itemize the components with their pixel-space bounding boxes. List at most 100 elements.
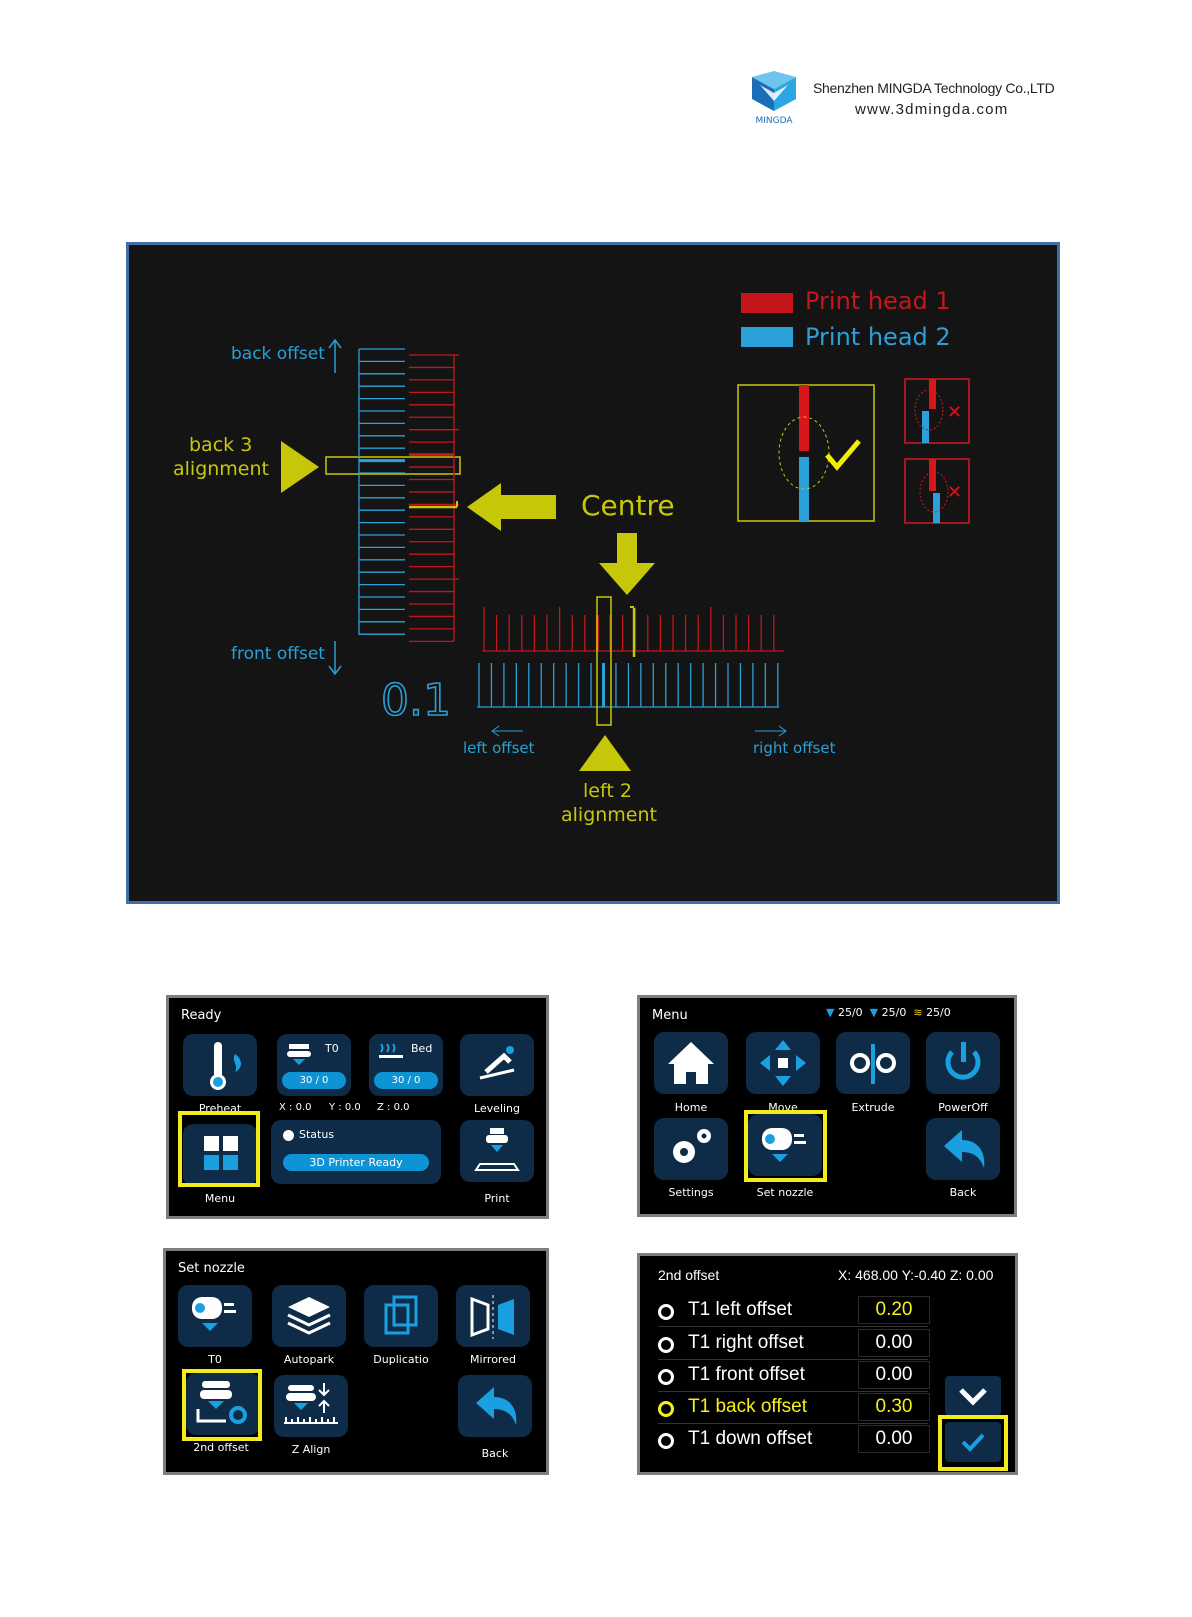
screen-set-nozzle: Set nozzle T0 Autopark Duplicatio Mirror… [163, 1248, 549, 1475]
status-value: 3D Printer Ready [283, 1154, 429, 1171]
mingda-logo: MINGDA [738, 71, 810, 126]
row-label: T1 right offset [688, 1332, 804, 1353]
screen-second-offset: 2nd offset X: 468.00 Y:-0.40 Z: 0.00 T1 … [637, 1253, 1018, 1475]
logo-text: MINGDA [755, 116, 793, 125]
t0-temp: 30 / 0 [282, 1072, 346, 1089]
row-value[interactable]: 0.00 [858, 1329, 930, 1357]
chevron-down-icon [959, 1388, 987, 1406]
preheat-button[interactable] [183, 1034, 257, 1096]
legend-head1: Print head 1 [805, 287, 951, 315]
t0-label: T0 [208, 1353, 222, 1366]
set-nozzle-button[interactable] [748, 1114, 822, 1176]
mirrored-button[interactable] [456, 1285, 530, 1347]
autopark-label: Autopark [283, 1353, 335, 1366]
flame-icon [233, 1054, 241, 1072]
offset-row-left[interactable]: T1 left offset 0.20 [658, 1296, 998, 1327]
row-value[interactable]: 0.00 [858, 1425, 930, 1453]
radio-icon [658, 1401, 674, 1417]
radio-icon [658, 1369, 674, 1385]
home-icon [668, 1042, 714, 1084]
website-url: www.3dmingda.com [855, 101, 1009, 118]
centre-label: Centre [581, 489, 675, 522]
info-icon [283, 1130, 294, 1141]
left-alignment-label-1: left 2 [583, 780, 632, 802]
menu-button[interactable] [183, 1124, 257, 1186]
temp-t0: 25/0 [837, 1006, 863, 1019]
screen-title: Set nozzle [178, 1261, 245, 1276]
position-readout: X: 468.00 Y:-0.40 Z: 0.00 [838, 1267, 994, 1283]
legend-head2: Print head 2 [805, 323, 951, 351]
step-value: 0.1 [381, 675, 451, 726]
back-button[interactable] [926, 1118, 1000, 1180]
leveling-label: Leveling [473, 1102, 521, 1115]
row-label: T1 left offset [688, 1299, 793, 1320]
second-offset-button[interactable] [186, 1373, 260, 1435]
back-offset-label: back offset [231, 344, 325, 364]
grid-icon [223, 1155, 238, 1170]
second-offset-highlight [182, 1369, 262, 1441]
arrow-right-icon [778, 725, 787, 737]
row-label: T1 front offset [688, 1364, 805, 1385]
offset-row-down[interactable]: T1 down offset 0.00 [658, 1425, 998, 1455]
row-label: T1 down offset [688, 1428, 813, 1449]
left-alignment-label-2: alignment [561, 804, 657, 826]
back-alignment-box [325, 456, 461, 475]
back-label: Back [481, 1447, 509, 1460]
leveling-button[interactable] [460, 1034, 534, 1096]
temp-t1: 25/0 [881, 1006, 907, 1019]
status-panel: Status 3D Printer Ready [271, 1120, 441, 1184]
confirm-button[interactable] [945, 1422, 1001, 1462]
duplication-button[interactable] [364, 1285, 438, 1347]
print-button[interactable] [460, 1120, 534, 1182]
nozzle-icon: ▼ [869, 1006, 879, 1019]
back-alignment-label-1: back 3 [189, 434, 252, 456]
nozzle-icon [293, 1059, 305, 1065]
row-value[interactable]: 0.30 [858, 1393, 930, 1421]
company-name: Shenzhen MINGDA Technology Co.,LTD [813, 80, 1055, 96]
menu-highlight [178, 1111, 260, 1187]
back-alignment-label-2: alignment [173, 458, 269, 480]
home-button[interactable] [654, 1032, 728, 1094]
move-button[interactable] [746, 1032, 820, 1094]
t0-button[interactable] [178, 1285, 252, 1347]
menu-label: Menu [204, 1192, 236, 1205]
settings-label: Settings [668, 1186, 714, 1199]
bed-temp: 30 / 0 [374, 1072, 438, 1089]
temp-readouts: ▼ 25/0 ▼ 25/0 ≋ 25/0 [826, 1006, 951, 1019]
arrow-up-icon [328, 338, 342, 349]
bed-temp-tile[interactable]: Bed 30 / 0 [369, 1034, 443, 1096]
radio-icon [658, 1433, 674, 1449]
radio-icon [658, 1304, 674, 1320]
scroll-down-button[interactable] [945, 1376, 1001, 1416]
check-icon [825, 439, 861, 471]
confirm-highlight [938, 1415, 1008, 1471]
poweroff-button[interactable] [926, 1032, 1000, 1094]
screen-menu: Menu ▼ 25/0 ▼ 25/0 ≋ 25/0 Home Move Extr… [637, 995, 1017, 1217]
wrench-icon [484, 1052, 512, 1074]
back-button[interactable] [458, 1375, 532, 1437]
arrow-left-icon [491, 725, 500, 737]
t0-temp-tile[interactable]: T0 30 / 0 [277, 1034, 351, 1096]
mirrored-label: Mirrored [470, 1353, 516, 1366]
offset-row-front[interactable]: T1 front offset 0.00 [658, 1361, 998, 1392]
offset-row-right[interactable]: T1 right offset 0.00 [658, 1329, 998, 1360]
offset-row-back[interactable]: T1 back offset 0.30 [658, 1393, 998, 1424]
arrow-down-icon [599, 533, 655, 595]
settings-button[interactable] [654, 1118, 728, 1180]
extrude-button[interactable] [836, 1032, 910, 1094]
nozzle-icon: ▼ [826, 1006, 835, 1019]
row-value[interactable]: 0.00 [858, 1361, 930, 1389]
legend-swatch-head1 [741, 293, 793, 313]
gear-icon [701, 1133, 707, 1139]
autopark-button[interactable] [272, 1285, 346, 1347]
screen-title: Menu [652, 1008, 688, 1023]
x-icon: ✕ [947, 482, 962, 503]
screen-ready: Ready Preheat T0 30 / 0 Bed 30 / 0 Level… [166, 995, 549, 1219]
z-align-button[interactable] [274, 1375, 348, 1437]
t0-label: T0 [325, 1042, 339, 1055]
wrong-example-1 [904, 378, 970, 444]
print-label: Print [484, 1192, 510, 1205]
row-value[interactable]: 0.20 [858, 1296, 930, 1324]
left-alignment-box [596, 596, 612, 726]
arrow-left-icon [467, 483, 556, 531]
